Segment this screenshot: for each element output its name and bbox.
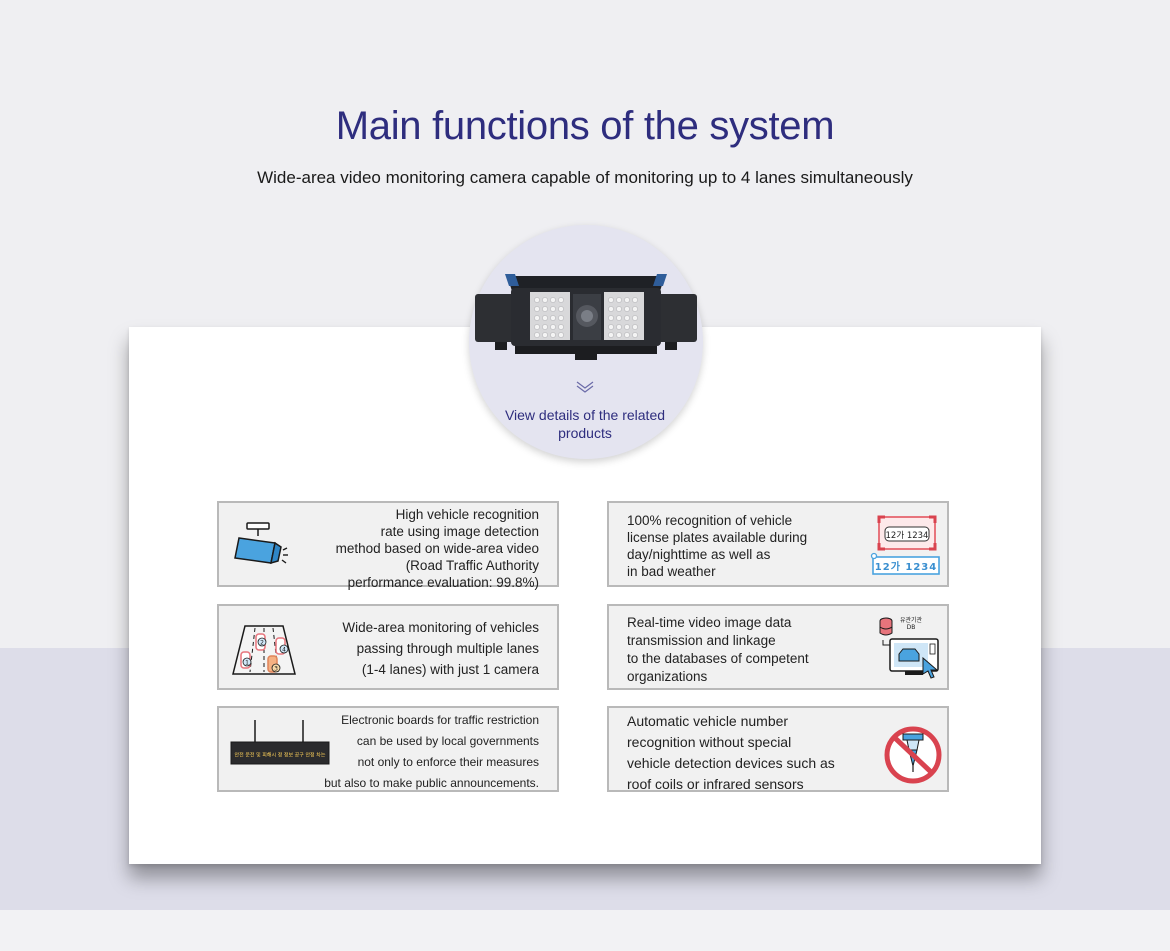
feature-text: Automatic vehicle number recognition wit… xyxy=(627,713,835,792)
svg-text:1: 1 xyxy=(245,660,249,667)
feature-text: Electronic boards for traffic restrictio… xyxy=(324,713,539,790)
feature-text: High vehicle recognition rate using imag… xyxy=(335,507,539,590)
camera-product-image xyxy=(475,274,697,360)
feature-text: 100% recognition of vehicle license plat… xyxy=(627,513,808,579)
feature-card-realtime-transmission: Real-time video image data transmission … xyxy=(607,604,949,690)
feature-text: Real-time video image data transmission … xyxy=(627,615,809,684)
svg-text:DB: DB xyxy=(907,624,916,631)
feature-card-electronic-board: 안전 운전 및 피해시 정 정보 공구 안정 차는 Electronic boa… xyxy=(217,706,559,792)
license-plate-icon: 12가 1234 12가 1234 xyxy=(870,515,940,575)
multi-lane-road-icon: 1 2 3 4 xyxy=(232,625,296,675)
page-title: Main functions of the system xyxy=(335,104,835,148)
svg-text:3: 3 xyxy=(274,666,278,673)
svg-text:유관기관: 유관기관 xyxy=(900,616,923,624)
feature-card-license-plate: 100% recognition of vehicle license plat… xyxy=(607,501,949,587)
feature-card-recognition-rate: High vehicle recognition rate using imag… xyxy=(217,501,559,590)
database-monitor-icon: 유관기관 DB xyxy=(879,616,939,679)
svg-text:4: 4 xyxy=(282,647,286,654)
svg-text:12가 1234: 12가 1234 xyxy=(886,531,929,541)
svg-text:안전 운전 및 피해시 정 정보 공구 안정 차는: 안전 운전 및 피해시 정 정보 공구 안정 차는 xyxy=(235,752,326,759)
feature-text: Wide-area monitoring of vehicles passing… xyxy=(342,620,539,677)
related-products-label[interactable]: View details of the related products xyxy=(504,407,666,441)
electronic-board-icon: 안전 운전 및 피해시 정 정보 공구 안정 차는 xyxy=(230,720,330,765)
feature-card-multi-lane: 1 2 3 4 Wide-area monitoring of vehicles… xyxy=(217,604,559,690)
svg-text:12가 1234: 12가 1234 xyxy=(875,560,937,573)
chevron-down-icon[interactable] xyxy=(574,380,596,394)
no-sensor-icon xyxy=(884,726,942,784)
feature-card-no-sensor: Automatic vehicle number recognition wit… xyxy=(607,706,949,792)
footer-strip xyxy=(0,910,1170,951)
page-subtitle: Wide-area video monitoring camera capabl… xyxy=(257,168,913,187)
svg-text:2: 2 xyxy=(260,640,264,647)
cctv-camera-icon xyxy=(234,522,288,565)
